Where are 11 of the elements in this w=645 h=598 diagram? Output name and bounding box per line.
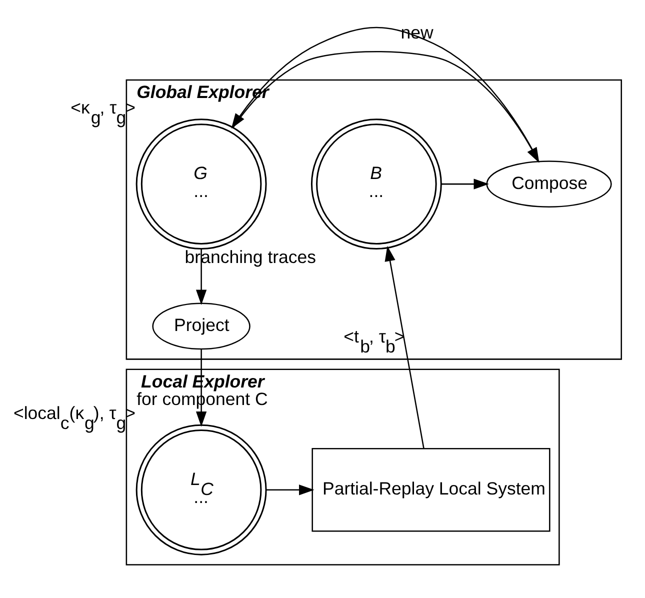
arrow <box>266 484 314 495</box>
arrow <box>232 50 540 162</box>
node-box: Partial-Replay Local System <box>312 448 550 532</box>
arrow <box>384 245 424 448</box>
node-ellipse: Compose <box>486 160 612 208</box>
node-ellipse: Project <box>152 302 250 350</box>
arrow <box>196 348 207 426</box>
node-circle: G ... <box>136 118 267 250</box>
node-circle: B ... <box>310 118 442 250</box>
edge-label: new <box>400 22 434 42</box>
arrow <box>441 178 489 189</box>
